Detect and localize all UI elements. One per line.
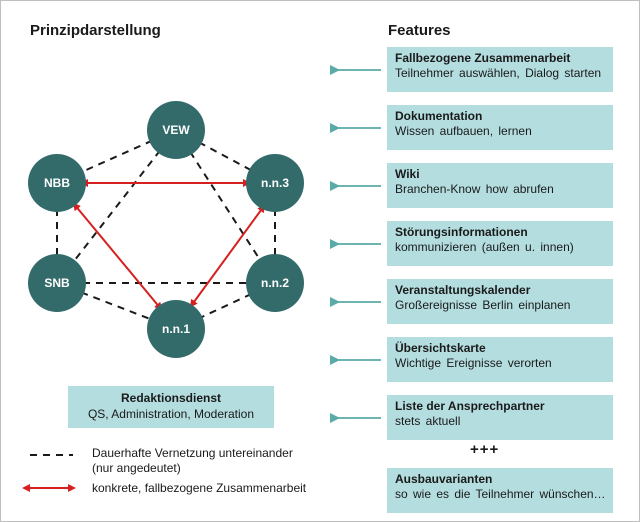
feature-title: Liste der Ansprechpartner <box>395 399 545 413</box>
feature-arrows <box>330 65 381 423</box>
legend-red-label: konkrete, fallbezogene Zusammenarbeit <box>92 481 307 495</box>
heading-principle: Prinzipdarstellung <box>30 22 161 39</box>
feature-box-fallbezogene: Fallbezogene Zusammenarbeit Teilnehmer a… <box>387 47 613 92</box>
red-arrows <box>72 179 266 311</box>
redaktionsdienst-title: Redaktionsdienst <box>120 391 222 405</box>
node-nn1 <box>147 300 205 358</box>
feature-box-veranstaltungskalender: Veranstaltungskalender Großereignisse Be… <box>387 279 613 324</box>
feature-desc: Wissen aufbauen, lernen <box>395 124 532 138</box>
feature-title: Fallbezogene Zusammenarbeit <box>395 51 571 65</box>
feature-desc: Wichtige Ereignisse verorten <box>395 356 552 370</box>
feature-box-ansprechpartner: Liste der Ansprechpartner stets aktuell <box>387 395 613 440</box>
node-nbb <box>28 154 86 212</box>
dashed-links <box>56 129 276 330</box>
red-arrow-nn3-nn1 <box>189 204 266 308</box>
feature-title: Übersichtskarte <box>395 341 486 355</box>
node-label-nbb: NBB <box>44 176 70 190</box>
feature-title: Wiki <box>395 167 420 181</box>
node-label-vew: VEW <box>162 123 190 137</box>
redaktionsdienst-desc: QS, Administration, Moderation <box>87 407 255 421</box>
node-vew <box>147 101 205 159</box>
feature-desc: Großereignisse Berlin einplanen <box>395 298 571 312</box>
node-label-nn1: n.n.1 <box>162 322 190 336</box>
feature-box-ausbauvarianten: Ausbauvarianten so wie es die Teilnehmer… <box>387 468 613 513</box>
node-nn3 <box>246 154 304 212</box>
node-label-nn2: n.n.2 <box>261 276 289 290</box>
heading-features: Features <box>388 22 451 39</box>
node-label-snb: SNB <box>44 276 70 290</box>
feature-title: Veranstaltungskalender <box>395 283 531 297</box>
feature-desc: kommunizieren (außen u. innen) <box>395 240 574 254</box>
more-indicator: +++ <box>470 441 500 458</box>
feature-desc: stets aktuell <box>395 414 461 428</box>
feature-box-uebersichtskarte: Übersichtskarte Wichtige Ereignisse vero… <box>387 337 613 382</box>
node-nn2 <box>246 254 304 312</box>
feature-title: Dokumentation <box>395 109 483 123</box>
red-arrow-nbb-nn1 <box>72 202 163 311</box>
feature-box-dokumentation: Dokumentation Wissen aufbauen, lernen <box>387 105 613 150</box>
feature-box-stoerungsinformationen: Störungsinformationen kommunizieren (auß… <box>387 221 613 266</box>
feature-box-wiki: Wiki Branchen-Know how abrufen <box>387 163 613 208</box>
legend-dashed-label: Dauerhafte Vernetzung untereinander (nur… <box>92 446 293 475</box>
feature-desc: so wie es die Teilnehmer wünschen… <box>395 487 606 501</box>
nodes: VEW NBB n.n.3 SNB n.n.2 n.n.1 <box>28 101 304 358</box>
feature-title: Störungsinformationen <box>395 225 528 239</box>
feature-title: Ausbauvarianten <box>395 472 493 486</box>
feature-desc: Teilnehmer auswählen, Dialog starten <box>395 66 602 80</box>
node-label-nn3: n.n.3 <box>261 176 289 190</box>
feature-desc: Branchen-Know how abrufen <box>395 182 554 196</box>
node-snb <box>28 254 86 312</box>
redaktionsdienst-box: Redaktionsdienst QS, Administration, Mod… <box>68 386 274 428</box>
